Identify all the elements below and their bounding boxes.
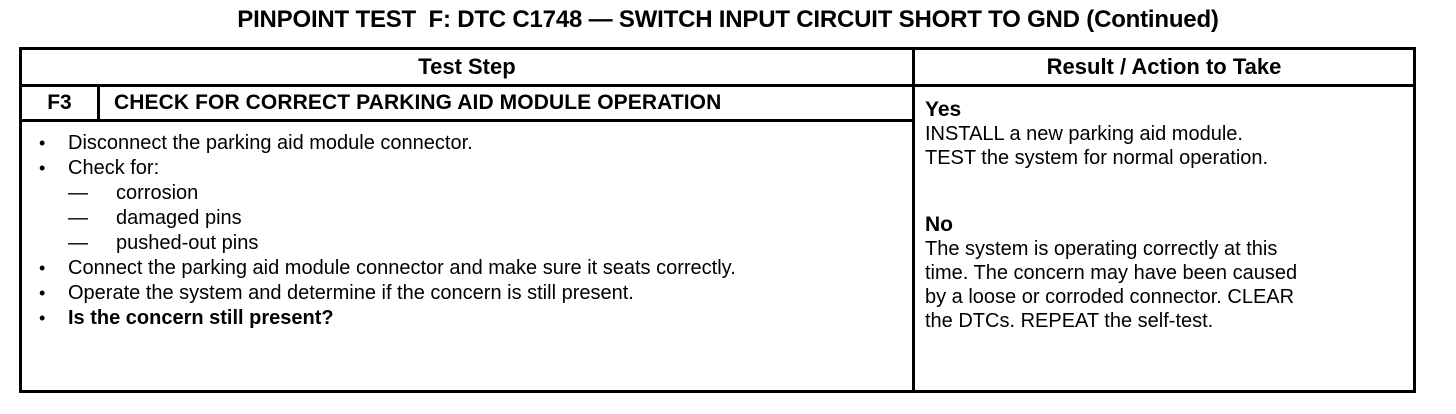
list-item-text: Disconnect the parking aid module connec…	[68, 132, 473, 154]
step-id: F3	[22, 87, 100, 119]
bullet-icon: •	[39, 283, 46, 303]
result-block-yes: Yes INSTALL a new parking aid module. TE…	[925, 97, 1413, 170]
page-title: PINPOINT TEST F: DTC C1748 — SWITCH INPU…	[0, 6, 1456, 34]
list-item: • Operate the system and determine if th…	[34, 281, 902, 306]
result-label-yes: Yes	[925, 98, 962, 121]
result-line: by a loose or corroded connector. CLEAR	[925, 286, 1295, 308]
sub-list-item: — pushed-out pins	[34, 231, 902, 256]
step-title: CHECK FOR CORRECT PARKING AID MODULE OPE…	[114, 91, 722, 114]
test-step-cell: F3 CHECK FOR CORRECT PARKING AID MODULE …	[22, 87, 915, 390]
sub-list-item-text: damaged pins	[116, 207, 242, 229]
result-line: TEST the system for normal operation.	[925, 147, 1269, 169]
result-block-no: No The system is operating correctly at …	[925, 212, 1413, 333]
list-item: • Connect the parking aid module connect…	[34, 256, 902, 281]
list-item: • Is the concern still present?	[34, 306, 902, 331]
column-header-test-step: Test Step	[22, 50, 915, 84]
result-line: time. The concern may have been caused	[925, 262, 1298, 284]
step-instruction-list: • Disconnect the parking aid module conn…	[22, 122, 912, 390]
sub-list-item: — corrosion	[34, 181, 902, 206]
page-title-test-letter: F: DTC C1748	[428, 6, 583, 33]
bullet-icon: •	[39, 258, 46, 278]
sub-list-item-text: corrosion	[116, 182, 199, 204]
result-block-spacer	[925, 170, 1413, 212]
page-title-subject: SWITCH INPUT CIRCUIT SHORT TO GND (Conti…	[618, 6, 1219, 33]
bullet-icon: •	[39, 158, 46, 178]
list-item-text: Connect the parking aid module connector…	[68, 257, 736, 279]
em-dash-icon: —	[68, 182, 88, 204]
result-line: The system is operating correctly at thi…	[925, 238, 1278, 260]
sub-list-item: — damaged pins	[34, 206, 902, 231]
bullet-icon: •	[39, 308, 46, 328]
list-item: • Check for:	[34, 156, 902, 181]
pinpoint-test-table: Test Step Result / Action to Take F3 CHE…	[19, 47, 1416, 393]
result-action-cell: Yes INSTALL a new parking aid module. TE…	[915, 87, 1413, 390]
page-title-prefix: PINPOINT TEST	[237, 6, 417, 33]
bullet-icon: •	[39, 133, 46, 153]
step-header-strip: F3 CHECK FOR CORRECT PARKING AID MODULE …	[22, 87, 912, 122]
list-item-text: Operate the system and determine if the …	[68, 282, 634, 304]
result-line: the DTCs. REPEAT the self-test.	[925, 310, 1214, 332]
result-label-no: No	[925, 213, 953, 236]
em-dash-icon: —	[68, 207, 88, 229]
list-item: • Disconnect the parking aid module conn…	[34, 131, 902, 156]
result-line: INSTALL a new parking aid module.	[925, 123, 1243, 145]
sub-list-item-text: pushed-out pins	[116, 232, 259, 254]
table-body-row: F3 CHECK FOR CORRECT PARKING AID MODULE …	[22, 87, 1413, 390]
page-title-dash: —	[588, 6, 613, 33]
em-dash-icon: —	[68, 232, 88, 254]
list-item-text: Check for:	[68, 157, 160, 179]
table-header-row: Test Step Result / Action to Take	[22, 50, 1413, 87]
column-header-result-action: Result / Action to Take	[1046, 54, 1282, 79]
list-item-text-question: Is the concern still present?	[68, 307, 334, 329]
